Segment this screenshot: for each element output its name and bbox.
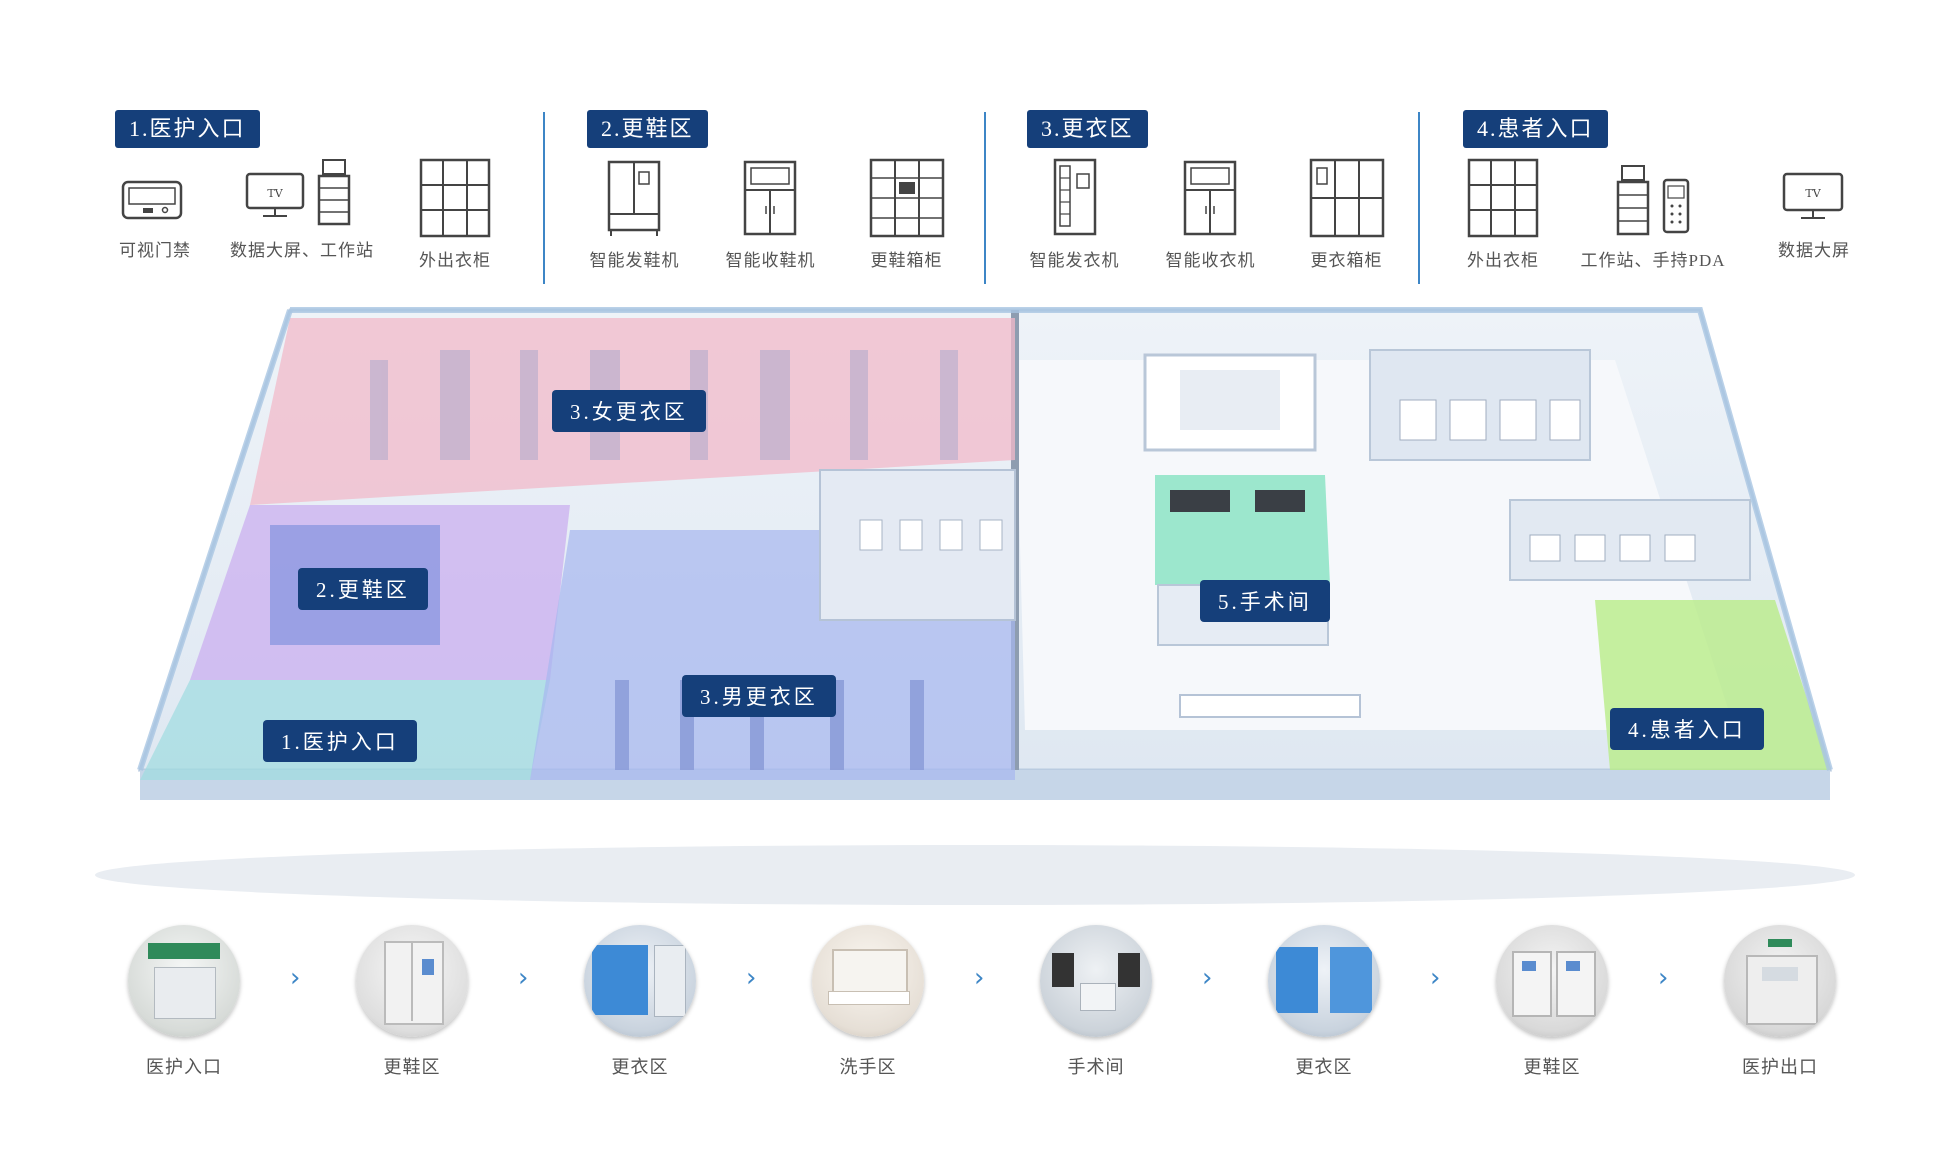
group-badge: 1.医护入口 — [115, 110, 260, 148]
workflow-strip: 医护入口 › 更鞋区 › 更衣区 › 洗手区 › 手术间 › — [0, 925, 1947, 1085]
zone-label: 2.更鞋区 — [298, 568, 428, 610]
device-label: 智能收衣机 — [1165, 251, 1256, 270]
device-label: 外出衣柜 — [419, 251, 491, 270]
device-shoe-locker: 更鞋箱柜 — [859, 158, 954, 271]
floor-plan: 3.女更衣区 2.更鞋区 1.医护入口 3.男更衣区 5.手术间 4.患者入口 — [70, 300, 1890, 910]
floor-plan-render — [95, 307, 1855, 905]
locker-icon — [1467, 158, 1539, 238]
flow-step: 医护入口 — [104, 925, 264, 1079]
tv-workstation-icon: TV — [245, 159, 351, 226]
step-photo — [1268, 925, 1380, 1037]
device-outer-locker: 外出衣柜 — [1463, 158, 1543, 271]
group-patient-entrance: 4.患者入口 外出衣柜 工作站、手持PDA TV 数据大屏 — [1463, 108, 1883, 288]
step-photo — [1724, 925, 1836, 1037]
flow-step-label: 手术间 — [1067, 1057, 1125, 1077]
device-label: 智能收鞋机 — [725, 251, 816, 270]
device-label: 外出衣柜 — [1467, 251, 1539, 270]
flow-step-label: 洗手区 — [839, 1057, 897, 1077]
group-changing-zone: 3.更衣区 智能发衣机 智能收衣机 更衣箱柜 — [1027, 108, 1427, 288]
group-badge: 4.患者入口 — [1463, 110, 1608, 148]
chevron-right-icon: › — [974, 963, 985, 993]
flow-step-label: 更鞋区 — [383, 1057, 441, 1077]
device-outer-locker: 外出衣柜 — [415, 158, 495, 271]
step-photo — [812, 925, 924, 1037]
fridge-dispenser-icon — [607, 160, 660, 236]
flow-step: 更衣区 — [560, 925, 720, 1079]
workstation-pda-icon — [1616, 165, 1690, 236]
group-badge: 2.更鞋区 — [587, 110, 708, 148]
device-clothes-dispenser: 智能发衣机 — [1027, 158, 1122, 271]
flow-step-label: 医护入口 — [146, 1057, 222, 1077]
group-divider — [1418, 112, 1420, 284]
device-shoe-collector: 智能收鞋机 — [723, 158, 818, 271]
step-photo — [128, 925, 240, 1037]
chevron-right-icon: › — [1430, 963, 1441, 993]
flow-step-label: 更衣区 — [1295, 1057, 1353, 1077]
device-label: 数据大屏、工作站 — [230, 241, 374, 260]
group-divider — [984, 112, 986, 284]
flow-step: 更鞋区 — [1472, 925, 1632, 1079]
locker-icon — [419, 158, 491, 238]
step-photo — [356, 925, 468, 1037]
flow-step: 洗手区 — [788, 925, 948, 1079]
zone-label: 3.男更衣区 — [682, 675, 836, 717]
flow-step-label: 更鞋区 — [1523, 1057, 1581, 1077]
tv-icon: TV — [1782, 172, 1844, 219]
zone-label: 5.手术间 — [1200, 580, 1330, 622]
collector-cabinet-icon — [1183, 160, 1236, 236]
device-clothes-locker: 更衣箱柜 — [1299, 158, 1394, 271]
tv-text: TV — [267, 187, 283, 200]
zone-label: 3.女更衣区 — [552, 390, 706, 432]
group-divider — [543, 112, 545, 284]
device-shoe-dispenser: 智能发鞋机 — [587, 158, 682, 271]
shoe-locker-icon — [869, 158, 944, 238]
chevron-right-icon: › — [290, 963, 301, 993]
flow-step-label: 更衣区 — [611, 1057, 669, 1077]
flow-step-label: 医护出口 — [1742, 1057, 1818, 1077]
device-screen-workstation: TV 数据大屏、工作站 — [227, 158, 377, 261]
chevron-right-icon: › — [746, 963, 757, 993]
step-photo — [1496, 925, 1608, 1037]
flow-step: 更鞋区 — [332, 925, 492, 1079]
group-shoe-zone: 2.更鞋区 智能发鞋机 智能收鞋机 更鞋箱柜 — [587, 108, 987, 288]
clothes-locker-icon — [1309, 158, 1384, 238]
device-data-screen: TV 数据大屏 — [1769, 158, 1859, 261]
device-legend: 1.医护入口 可视门禁 TV 数据大屏、工作站 外出衣柜 2.更鞋区 智能发鞋机… — [0, 0, 1947, 300]
device-label: 更鞋箱柜 — [870, 251, 943, 270]
group-medical-entrance: 1.医护入口 可视门禁 TV 数据大屏、工作站 外出衣柜 — [115, 108, 535, 288]
device-clothes-collector: 智能收衣机 — [1163, 158, 1258, 271]
device-label: 可视门禁 — [119, 241, 191, 260]
zone-label: 1.医护入口 — [263, 720, 417, 762]
flow-step: 手术间 — [1016, 925, 1176, 1079]
clothes-dispenser-icon — [1053, 158, 1096, 236]
zone-label: 4.患者入口 — [1610, 708, 1764, 750]
collector-cabinet-icon — [743, 160, 796, 236]
chevron-right-icon: › — [1202, 963, 1213, 993]
device-label: 更衣箱柜 — [1310, 251, 1383, 270]
device-label: 数据大屏 — [1778, 241, 1850, 260]
step-photo — [584, 925, 696, 1037]
chevron-right-icon: › — [1658, 963, 1669, 993]
chevron-right-icon: › — [518, 963, 529, 993]
device-label: 工作站、手持PDA — [1580, 251, 1726, 270]
tv-text: TV — [1805, 187, 1821, 200]
device-access-control: 可视门禁 — [115, 158, 195, 261]
group-badge: 3.更衣区 — [1027, 110, 1148, 148]
device-label: 智能发衣机 — [1029, 251, 1120, 270]
step-photo — [1040, 925, 1152, 1037]
flow-step: 医护出口 — [1700, 925, 1860, 1079]
access-terminal-icon — [121, 180, 183, 220]
device-label: 智能发鞋机 — [589, 251, 680, 270]
flow-step: 更衣区 — [1244, 925, 1404, 1079]
device-workstation-pda: 工作站、手持PDA — [1573, 158, 1733, 271]
